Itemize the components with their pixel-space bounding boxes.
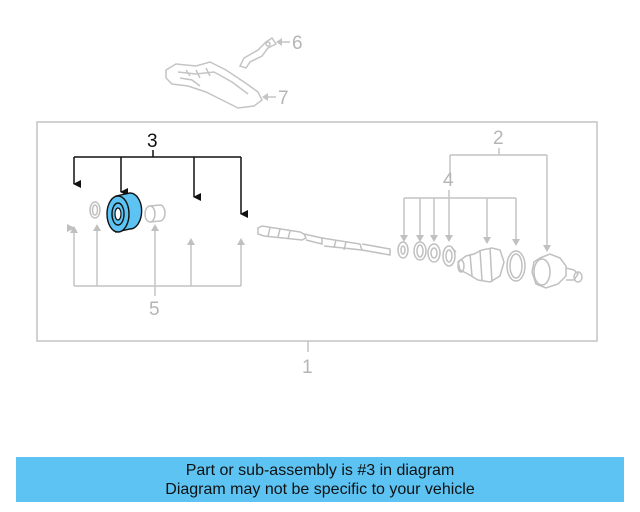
banner-line-1: Part or sub-assembly is #3 in diagram	[185, 462, 455, 479]
leader-5-arrowheads	[70, 224, 245, 245]
boot-clamp-part	[442, 245, 457, 267]
leader-3	[73, 150, 248, 218]
bushing-part	[144, 204, 166, 223]
leader-4-arrowheads	[400, 235, 520, 246]
washer-part	[89, 201, 101, 219]
callout-5: 5	[149, 299, 160, 320]
leader-5	[67, 224, 242, 296]
cv-boot-part	[457, 247, 505, 283]
info-banner: Part or sub-assembly is #3 in diagram Di…	[16, 457, 624, 502]
callout-6: 6	[292, 33, 303, 54]
leader-2-arrowhead	[543, 245, 551, 252]
leader-4	[403, 190, 517, 240]
callout-2: 2	[493, 128, 504, 149]
callout-4: 4	[443, 170, 454, 191]
callout-7: 7	[278, 88, 289, 109]
banner-line-2: Diagram may not be specific to your vehi…	[165, 481, 475, 498]
bearing-part-3-highlighted	[106, 192, 143, 233]
leader-2	[449, 148, 548, 246]
arrowhead-7	[262, 93, 268, 101]
snap-ring-part	[397, 241, 409, 259]
assembly-frame	[36, 121, 598, 342]
axle-shaft	[257, 225, 391, 256]
clamp-ring-part	[413, 241, 427, 261]
callout-1: 1	[302, 357, 313, 378]
parts-diagram: 6 7 1 3 5	[36, 33, 598, 378]
cv-joint-part	[531, 253, 583, 289]
heat-shield-part-7	[165, 61, 263, 109]
large-clamp-part	[506, 250, 526, 282]
callout-3: 3	[147, 131, 158, 152]
arrowhead-6	[276, 38, 282, 46]
bracket-part-6	[238, 36, 278, 69]
retainer-ring-part	[427, 243, 441, 263]
